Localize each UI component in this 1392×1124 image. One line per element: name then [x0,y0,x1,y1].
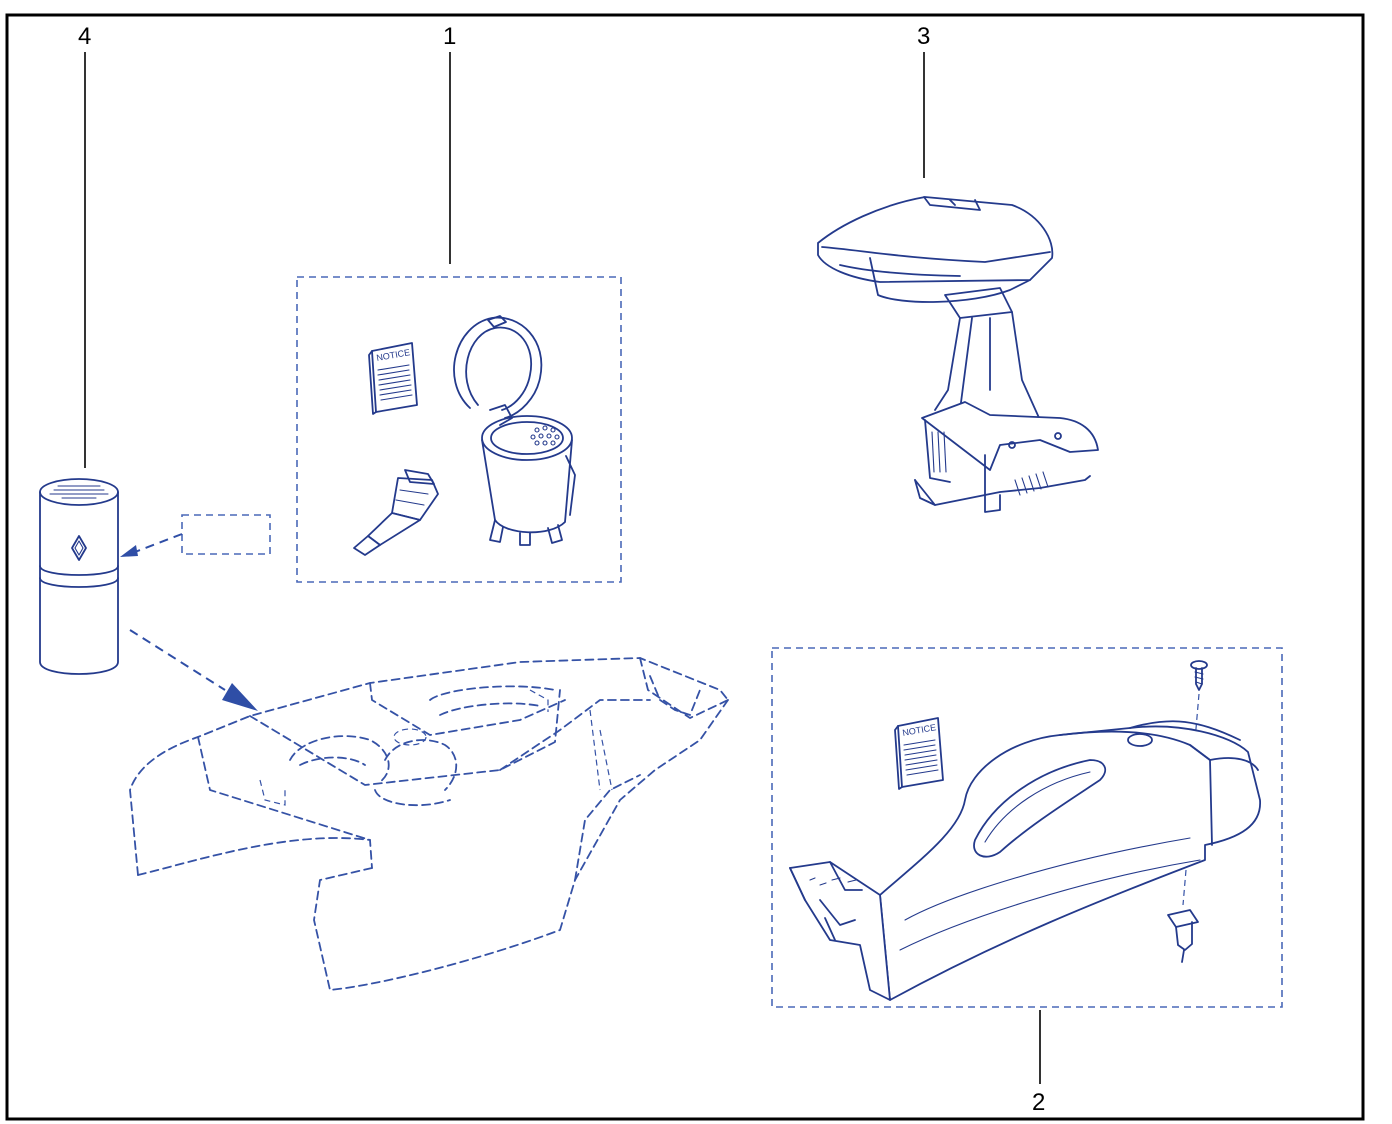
callout-label-2: 2 [1032,1089,1045,1116]
callout-1: 1 [443,23,456,264]
callout-label-3: 3 [917,23,930,50]
lighter-adapter-icon [353,469,439,556]
mount-location-box [181,514,271,555]
mount-arrow-icon [120,533,183,557]
callout-4: 4 [78,23,91,468]
air-purifier-icon [39,478,119,675]
callout-label-4: 4 [78,23,91,50]
center-console-outline-icon [129,657,729,991]
screw-icon [1190,660,1208,741]
callout-3: 3 [917,23,930,178]
console-armrest-icon [789,720,1261,1001]
kit-1-box [296,276,622,583]
armrest-icon [817,196,1099,513]
diagram-frame [5,13,1365,1121]
console-arrow-icon [129,629,258,711]
notice-booklet-2-icon: NOTICE [894,717,944,790]
kit-2-box [771,647,1283,1008]
notice-booklet-1-icon: NOTICE [368,342,418,415]
callout-2: 2 [1032,1010,1045,1116]
callout-label-1: 1 [443,23,456,50]
clip-nut-icon [1167,869,1199,963]
ashtray-cup-icon [453,315,576,546]
